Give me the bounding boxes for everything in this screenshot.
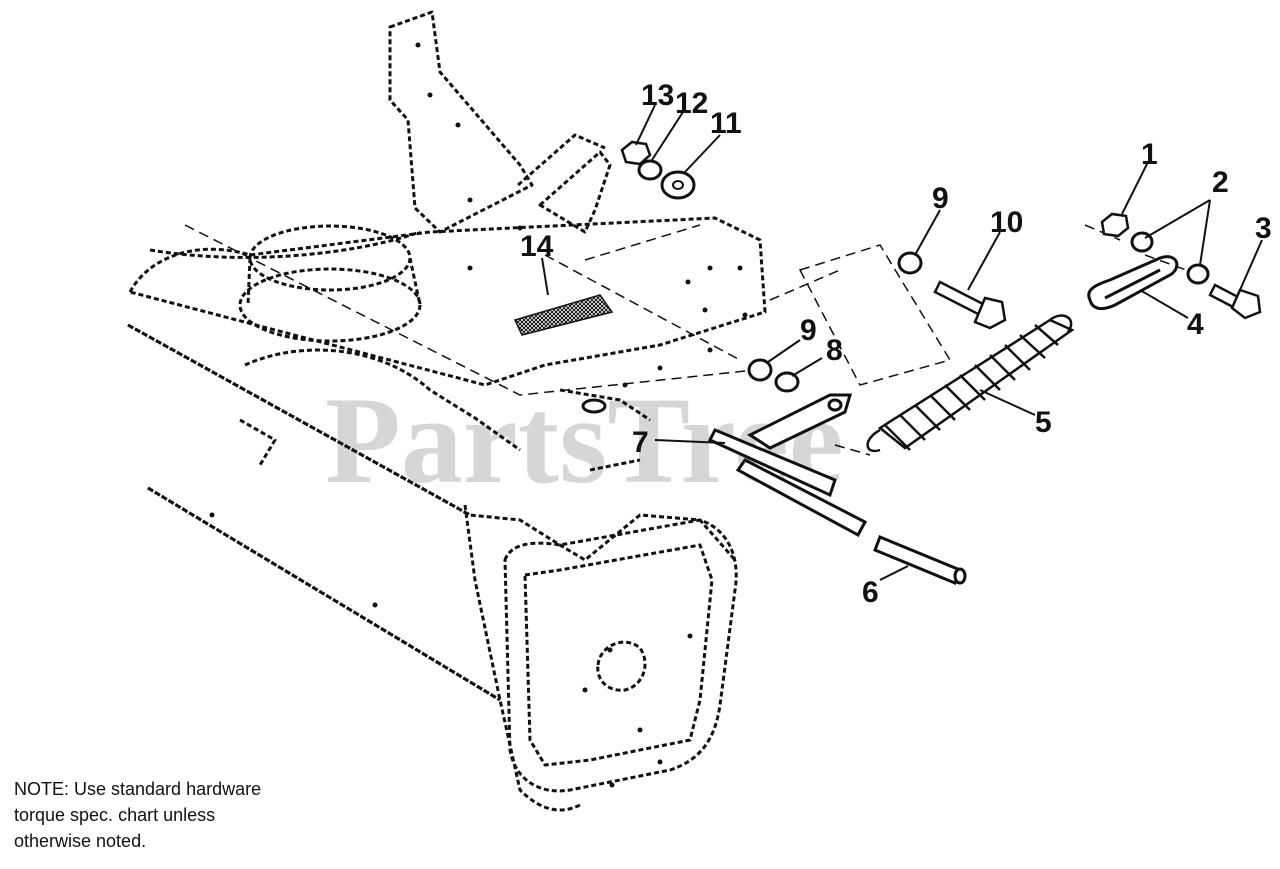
torque-note: NOTE: Use standard hardware torque spec.… [14, 776, 354, 854]
nut-part-1 [1100, 212, 1130, 238]
spring-part-5 [866, 314, 1075, 453]
center-hub [596, 640, 647, 692]
callout-10: 10 [990, 206, 1023, 239]
note-line-3: otherwise noted. [14, 831, 147, 851]
note-line-2: torque spec. chart unless [14, 805, 216, 825]
callout-8: 8 [826, 334, 843, 367]
nut-part-9-upper [897, 251, 923, 275]
callout-3: 3 [1255, 212, 1272, 245]
callout-7: 7 [632, 426, 649, 459]
bolt-holes [209, 42, 748, 788]
pin-part-6 [873, 535, 967, 585]
callout-4: 4 [1187, 308, 1204, 341]
bolt-part-3 [1208, 283, 1262, 320]
callout-9-upper: 9 [932, 182, 949, 215]
callout-14: 14 [520, 230, 554, 263]
leader-lines [541, 104, 1263, 581]
bracket-part-7 [707, 393, 868, 538]
callout-9-lower: 9 [800, 314, 817, 347]
frame-edges [127, 323, 501, 702]
callout-6: 6 [862, 576, 879, 609]
washer-part-8 [774, 371, 800, 393]
callout-1: 1 [1141, 138, 1158, 171]
flat-washer-hole [672, 180, 684, 190]
bolt-part-10 [933, 280, 1007, 330]
flat-washer-part-11 [660, 170, 696, 200]
callout-5: 5 [1035, 406, 1052, 439]
nut-part-9-lower [747, 358, 773, 382]
slot-hole [581, 398, 607, 414]
callout-11: 11 [710, 107, 742, 140]
hex-nut-part-13 [620, 140, 652, 166]
callouts: 1 2 3 4 5 6 7 8 9 9 10 11 12 13 14 [520, 79, 1272, 609]
note-line-1: NOTE: Use standard hardware [14, 779, 262, 799]
frame-housing [127, 10, 767, 812]
callout-13: 13 [641, 79, 674, 112]
lock-washer-part-12 [637, 159, 663, 181]
link-part-4 [1087, 255, 1179, 311]
callout-2: 2 [1212, 166, 1229, 199]
decal-part-14 [513, 294, 614, 336]
callout-12: 12 [675, 87, 708, 120]
washer-part-2b [1186, 263, 1210, 285]
